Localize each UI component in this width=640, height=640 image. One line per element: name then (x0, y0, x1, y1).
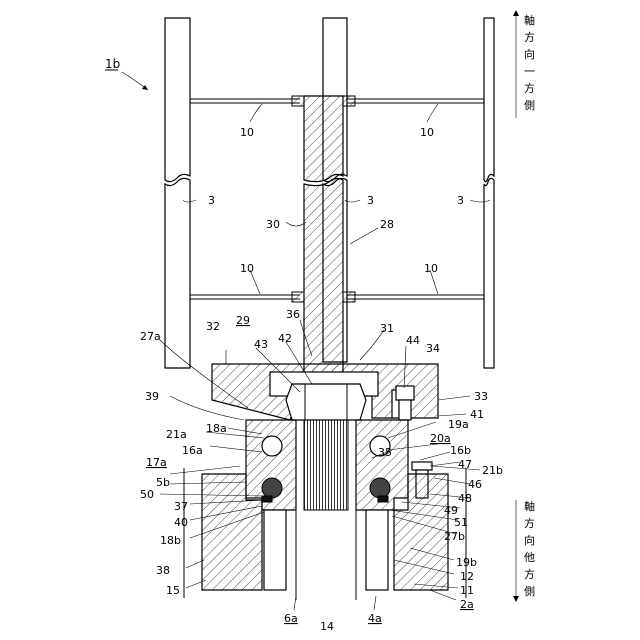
label-3-left: 3 (208, 194, 215, 207)
label-32: 32 (206, 320, 220, 333)
blade-left (165, 18, 190, 368)
label-20a: 20a (430, 432, 451, 445)
label-3-center: 3 (367, 194, 374, 207)
label-30: 30 (266, 218, 280, 231)
dir-bot-2: 方 (524, 516, 535, 530)
blade-right (484, 18, 494, 368)
label-29: 29 (236, 314, 250, 327)
label-47: 47 (458, 458, 472, 471)
label-33: 33 (474, 390, 488, 403)
label-27b: 27b (444, 530, 465, 543)
dir-top-1: 軸 (524, 13, 535, 27)
label-43: 43 (254, 338, 268, 351)
label-18a: 18a (206, 422, 227, 435)
dir-top-6: 側 (524, 99, 535, 112)
label-10-upper-right: 10 (420, 126, 434, 139)
figure-label: 1b (105, 57, 120, 71)
label-46: 46 (468, 478, 482, 491)
label-35: 35 (378, 446, 392, 459)
dir-top-3: 向 (524, 47, 535, 61)
label-31: 31 (380, 322, 394, 335)
dir-top-5: 方 (524, 81, 535, 95)
label-21b: 21b (482, 464, 503, 477)
direction-bottom: 軸 方 向 他 方 側 (513, 499, 535, 602)
dir-top-4: 一 (524, 65, 535, 78)
label-41: 41 (470, 408, 484, 421)
label-10-upper-left: 10 (240, 126, 254, 139)
label-14: 14 (320, 620, 334, 633)
dir-bot-1: 軸 (524, 499, 535, 513)
label-15: 15 (166, 584, 180, 597)
bearing-housing-left (246, 420, 296, 510)
nut (286, 384, 366, 420)
label-27a: 27a (140, 330, 161, 343)
dir-bot-3: 向 (524, 533, 535, 547)
label-16b: 16b (450, 444, 471, 457)
figure-leader-arrow (142, 85, 148, 90)
direction-top: 軸 方 向 一 方 側 (513, 10, 535, 118)
label-28: 28 (380, 218, 394, 231)
label-38: 38 (156, 564, 170, 577)
label-10-lower-right: 10 (424, 262, 438, 275)
label-4a: 4a (368, 612, 382, 625)
label-51: 51 (454, 516, 468, 529)
label-19a: 19a (448, 418, 469, 431)
label-3-right: 3 (457, 194, 464, 207)
label-16a: 16a (182, 444, 203, 457)
label-21a: 21a (166, 428, 187, 441)
label-6a: 6a (284, 612, 298, 625)
label-17a: 17a (146, 456, 167, 469)
label-34: 34 (426, 342, 440, 355)
label-42: 42 (278, 332, 292, 345)
label-12: 12 (460, 570, 474, 583)
rotating-shaft (304, 96, 343, 378)
label-5b: 5b (156, 476, 170, 489)
label-39: 39 (145, 390, 159, 403)
label-37: 37 (174, 500, 188, 513)
dir-bot-4: 他 (524, 551, 535, 564)
dir-top-2: 方 (524, 30, 535, 44)
dir-bot-5: 方 (524, 567, 535, 581)
bolt (396, 386, 414, 420)
label-36: 36 (286, 308, 300, 321)
label-18b: 18b (160, 534, 181, 547)
label-19b: 19b (456, 556, 477, 569)
label-44: 44 (406, 334, 420, 347)
label-10-lower-left: 10 (240, 262, 254, 275)
label-50: 50 (140, 488, 154, 501)
label-2a: 2a (460, 598, 474, 611)
dir-bot-6: 側 (524, 585, 535, 598)
label-40: 40 (174, 516, 188, 529)
spline-shaft (304, 420, 348, 510)
label-11: 11 (460, 584, 474, 597)
label-48: 48 (458, 492, 472, 505)
